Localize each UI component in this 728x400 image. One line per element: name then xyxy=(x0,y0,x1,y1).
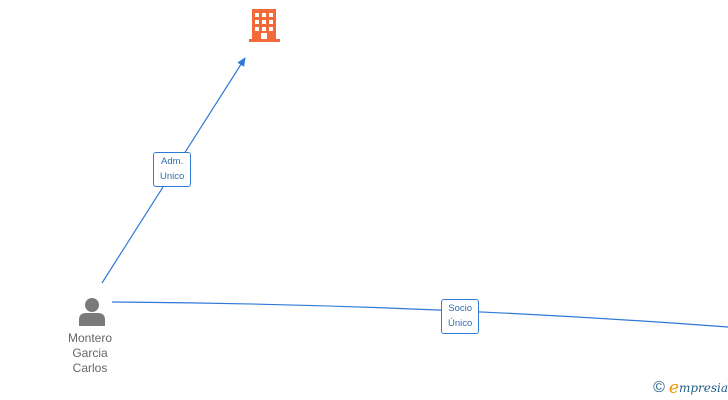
person-icon[interactable] xyxy=(79,298,105,326)
building-icon[interactable] xyxy=(249,9,280,42)
copyright-symbol: © xyxy=(653,379,665,396)
edge-label-line: Adm. xyxy=(161,156,184,167)
brand-initial: e xyxy=(668,378,679,398)
brand-name: mpresia xyxy=(678,381,728,395)
edge-label-line: Único xyxy=(448,318,473,329)
person-name-label[interactable]: Montero Garcia Carlos xyxy=(52,331,128,376)
edge-socio-unico-line xyxy=(111,301,728,328)
edge-label-line: Socio xyxy=(448,303,473,314)
edge-label-socio-unico[interactable]: Socio Único xyxy=(441,299,480,334)
person-name-line: Montero xyxy=(67,331,113,345)
person-name-line: Carlos xyxy=(72,361,108,375)
edge-label-line: Unico xyxy=(160,171,185,182)
person-name-line: Garcia xyxy=(72,346,108,360)
edge-label-adm-unico[interactable]: Adm. Unico xyxy=(153,152,192,187)
watermark-logo: © e mpresia xyxy=(653,378,728,398)
